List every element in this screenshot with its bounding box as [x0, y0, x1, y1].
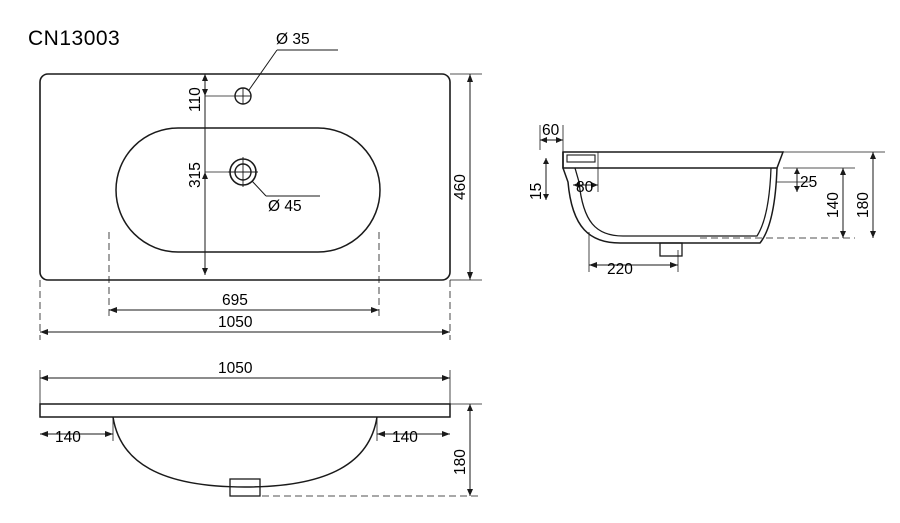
- front-waste-boss: [229, 478, 261, 497]
- dim140right-arrow-right: [442, 431, 450, 437]
- dim460-arrow-bottom: [467, 272, 473, 280]
- dim60-arrow-right: [556, 137, 563, 143]
- dim-overall-height-front: 180: [452, 449, 469, 475]
- dim15-arrow-top: [543, 158, 549, 164]
- dim695-arrow-right: [371, 307, 379, 313]
- dim-side-bowl-width: 220: [607, 261, 633, 278]
- dim180side-arrow-top: [870, 152, 876, 159]
- dim-front-right-flat: 140: [392, 429, 418, 446]
- dim-overall-depth: 460: [452, 174, 469, 200]
- dim-hole-small-dia: Ø 35: [276, 31, 310, 48]
- dim-overall-height-side: 180: [855, 192, 872, 218]
- top-view-group: Ø 35 Ø 45 110 315: [39, 31, 482, 340]
- dim1050front-arrow-left: [40, 375, 48, 381]
- dim315-arrow-lower: [202, 268, 208, 275]
- dim1050front-arrow-right: [442, 375, 450, 381]
- side-bowl-outer: [562, 167, 778, 244]
- dim-bowl-center-back: 315: [187, 162, 204, 188]
- dim140side-arrow-bottom: [840, 231, 846, 238]
- dim140right-arrow-left: [377, 431, 385, 437]
- top-view-bowl-outline: [115, 127, 381, 253]
- dim180front-arrow-bottom: [467, 489, 473, 496]
- dim80-arrow-left: [573, 182, 580, 188]
- side-rim-detail: [566, 154, 596, 163]
- dim695-arrow-left: [109, 307, 117, 313]
- dim460-arrow-top: [467, 74, 473, 82]
- dim1050top-arrow-right: [442, 329, 450, 335]
- dia45-leader: [251, 180, 267, 197]
- dim-rim-thickness: 15: [528, 183, 545, 200]
- dim25-arrow-bottom: [794, 186, 800, 192]
- side-bowl-inner: [574, 167, 772, 237]
- top-view-outline: [39, 73, 451, 281]
- dim220-arrow-right: [670, 262, 678, 268]
- dim315-arrow-upper: [202, 172, 208, 179]
- dim140side-arrow-top: [840, 168, 846, 175]
- dim180front-arrow-top: [467, 404, 473, 411]
- dim-rim-inner: 80: [576, 179, 594, 196]
- dim110-arrow-top: [202, 74, 208, 81]
- dim-front-left-flat: 140: [55, 429, 81, 446]
- dim-bowl-depth-side: 140: [825, 192, 842, 218]
- dim-rim-front: 60: [542, 122, 560, 139]
- dim-hole-large-dia: Ø 45: [268, 198, 302, 215]
- side-section-view-group: 60 80 15 25 140: [528, 122, 885, 278]
- dim25-arrow-top: [794, 168, 800, 174]
- dim-bowl-width: 695: [222, 292, 248, 309]
- dim220-arrow-left: [589, 262, 597, 268]
- dim-rim-step: 25: [800, 174, 817, 191]
- dim1050top-arrow-left: [40, 329, 48, 335]
- dim80-arrow-right: [591, 182, 598, 188]
- page-title: CN13003: [28, 27, 120, 50]
- front-view-group: 1050 140 140 180: [39, 360, 482, 497]
- dim180side-arrow-bottom: [870, 231, 876, 238]
- dim140left-arrow-right: [105, 431, 113, 437]
- front-bowl-outline: [112, 416, 378, 488]
- dia35-leader: [248, 49, 278, 91]
- dim110-arrow-bottom: [202, 89, 208, 96]
- dim60-arrow-left: [540, 137, 547, 143]
- dim15-arrow-bottom: [543, 194, 549, 200]
- side-deck-slab: [562, 151, 785, 169]
- dim140left-arrow-left: [40, 431, 48, 437]
- dim-overall-width-front: 1050: [218, 360, 253, 377]
- front-deck-slab: [39, 403, 451, 418]
- dim-hole-offset-back: 110: [187, 87, 204, 112]
- dim-overall-width-top: 1050: [218, 314, 253, 331]
- side-waste-boss: [659, 242, 683, 257]
